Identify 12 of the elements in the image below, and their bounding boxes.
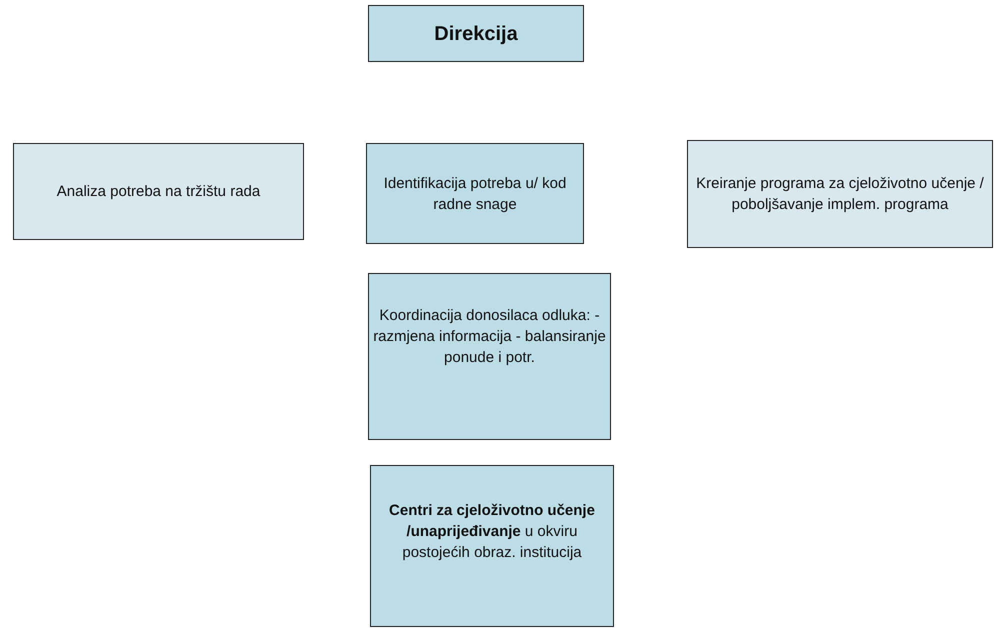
header-box [368, 5, 584, 62]
box-text: Kreiranje programa za cjeloživotno učenje / poboljšavanje implem. programa [695, 174, 985, 215]
process-box [370, 465, 614, 627]
box-text: Direkcija [433, 22, 519, 46]
box-text: Identifikacija potreba u/ kod radne snage [382, 174, 568, 214]
process-box [687, 140, 993, 248]
box-text: Centri za cjeloživotno učenje /unaprijeđivanje u okviru postojećih obraz. institucija [388, 500, 596, 562]
process-box [368, 273, 611, 440]
box-text: Koordinacija donosilaca odluka: - razmjena informacija - balansiranje ponude i potr. [372, 306, 607, 368]
process-box [366, 143, 584, 244]
box-text: Analiza potreba na tržištu rada [56, 182, 262, 202]
process-box [13, 143, 304, 240]
